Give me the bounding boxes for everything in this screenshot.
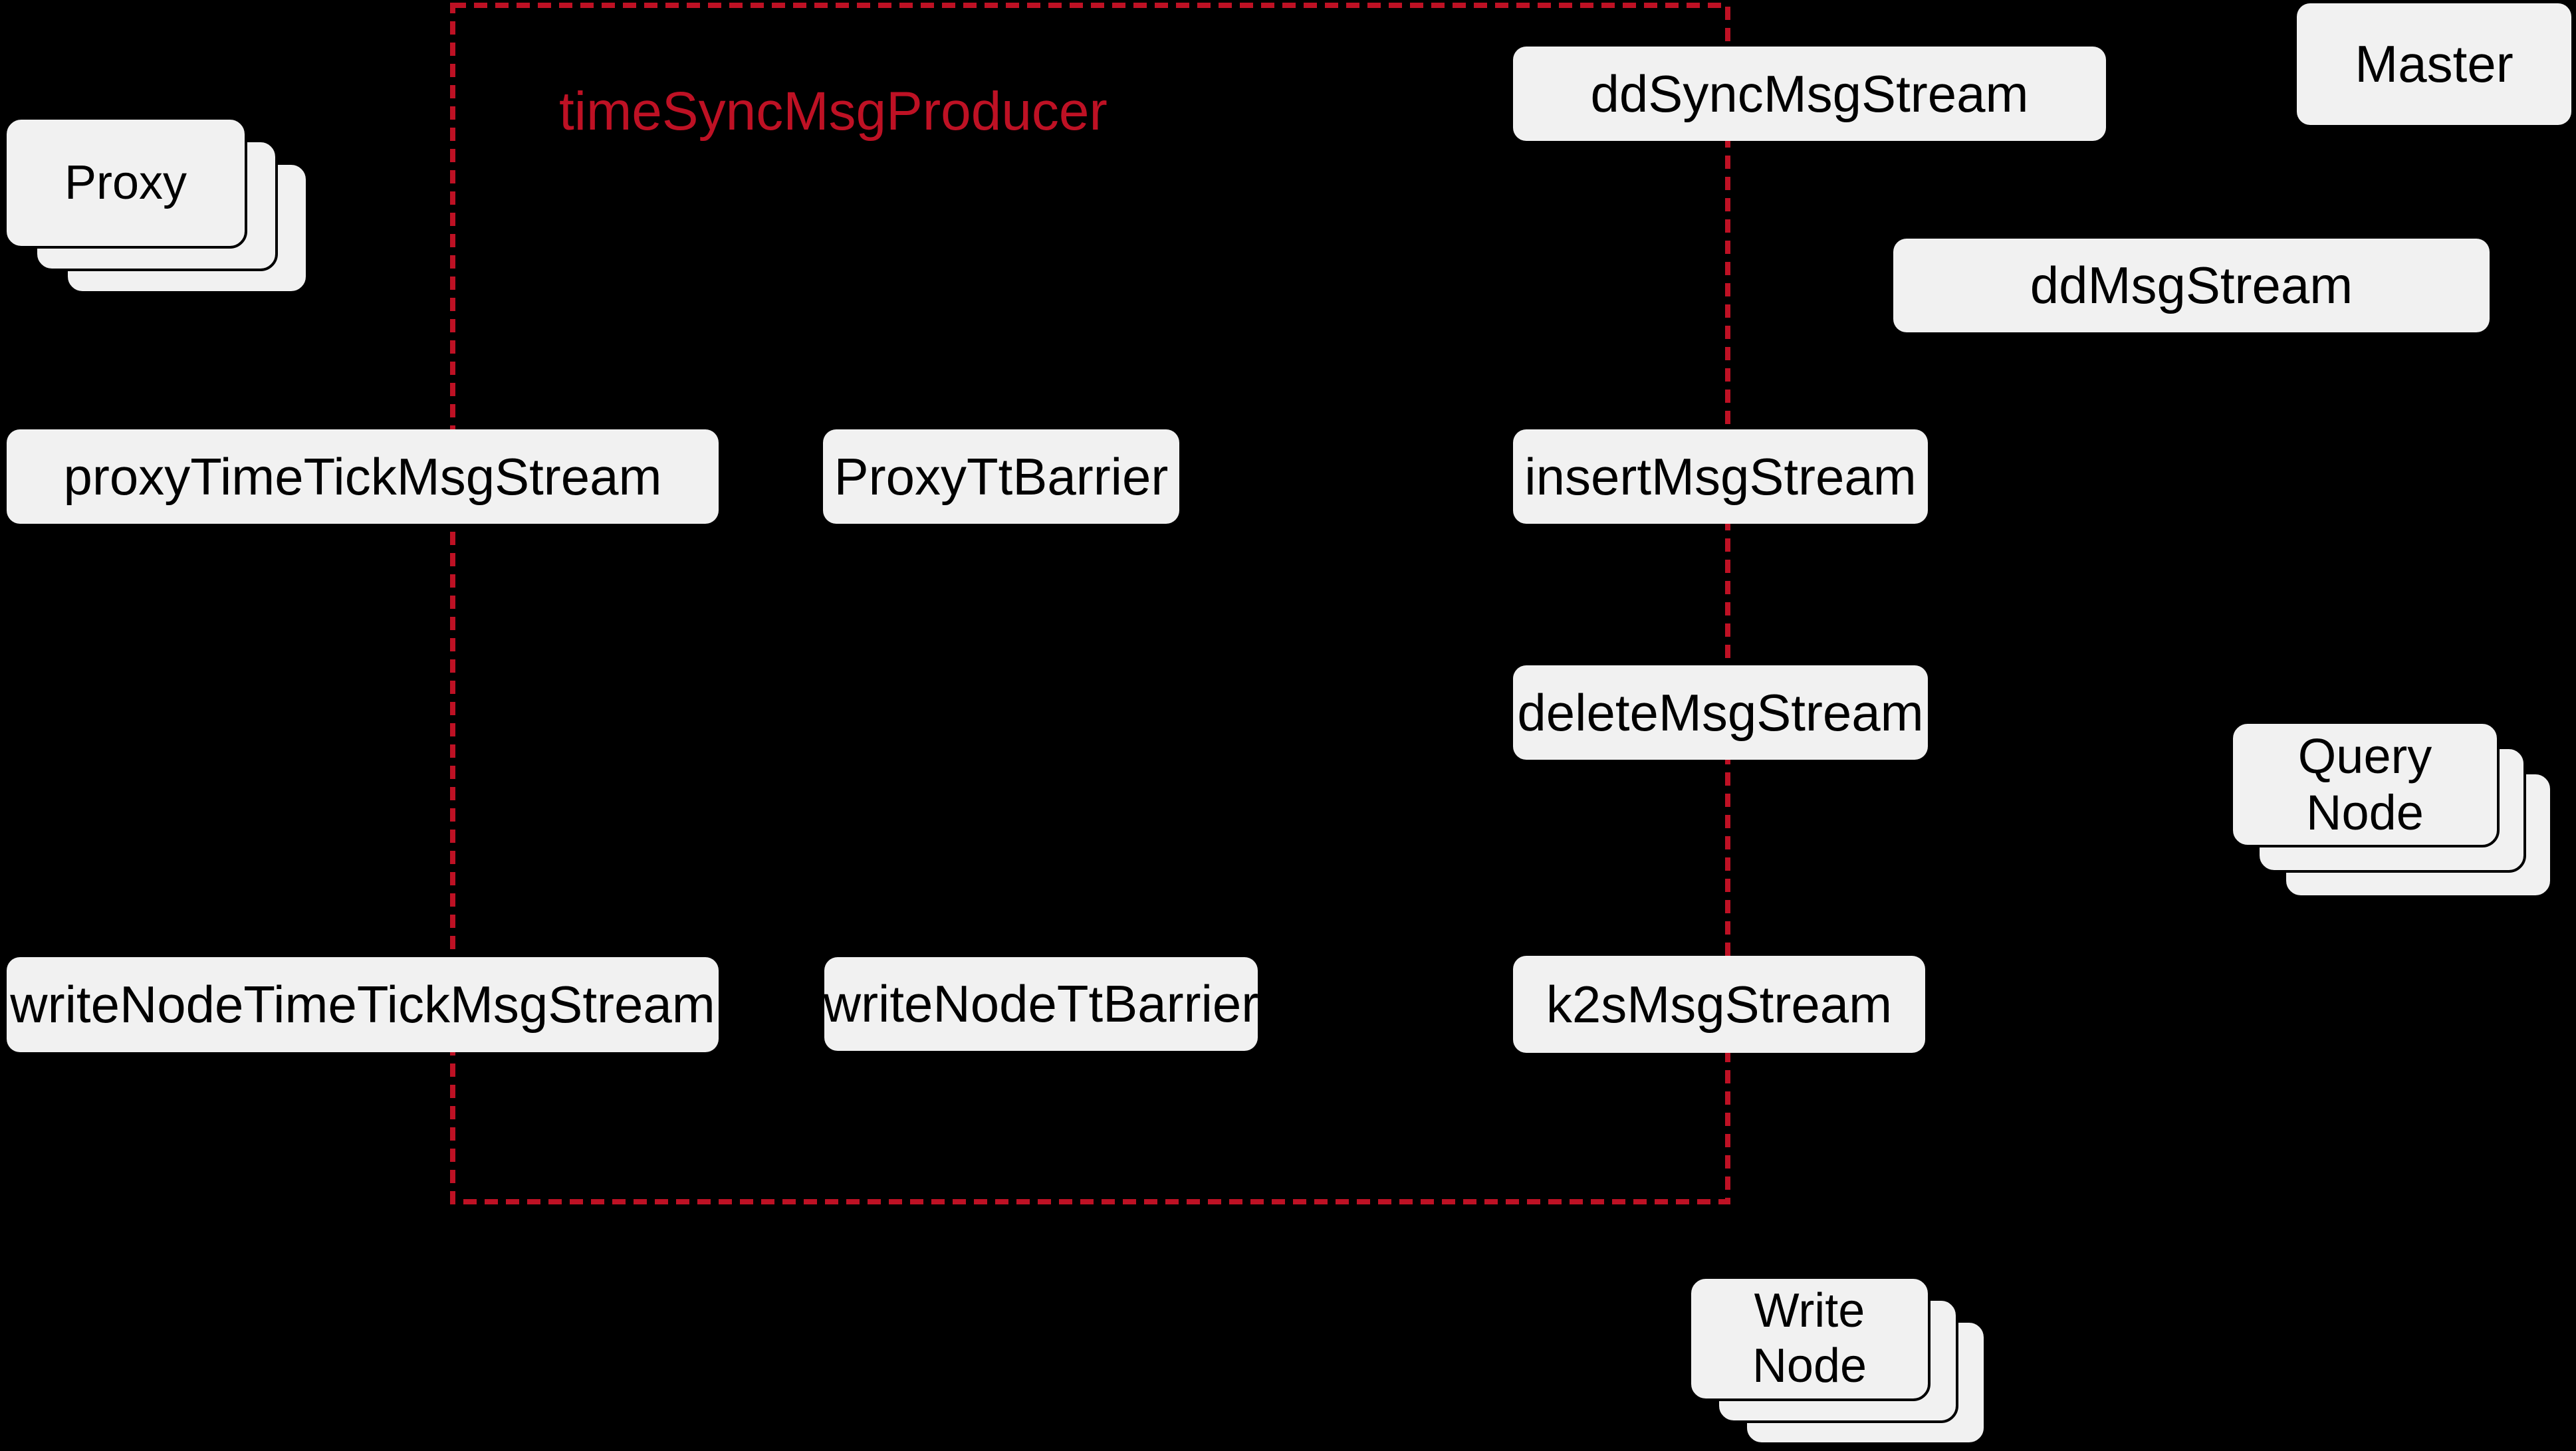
write-node-label-line2: Node [1752,1339,1867,1393]
box-dd-sync-msg-stream: ddSyncMsgStream [1513,47,2106,141]
write-node-stack: Write Node [1689,1276,1989,1448]
write-node-label-line1: Write [1754,1284,1865,1337]
box-insert-msg-stream: insertMsgStream [1513,429,1928,524]
proxy-card-front: Proxy [4,117,247,249]
write-node-label: Write Node [1752,1284,1867,1394]
box-proxy-time-tick-msg-stream: proxyTimeTickMsgStream [7,429,719,524]
box-proxy-tt-barrier: ProxyTtBarrier [823,429,1179,524]
proxy-node-stack: Proxy [4,117,310,295]
box-write-node-time-tick-msg-stream: writeNodeTimeTickMsgStream [7,957,719,1052]
write-node-card-front: Write Node [1689,1276,1931,1401]
box-master: Master [2297,3,2571,125]
box-delete-msg-stream: deleteMsgStream [1513,665,1928,760]
query-node-card-front: Query Node [2230,721,2500,847]
timesync-producer-group-label: timeSyncMsgProducer [559,81,1108,142]
query-node-label: Query Node [2297,728,2432,840]
dashed-group-rect [450,3,1730,1204]
box-dd-msg-stream: ddMsgStream [1893,239,2490,332]
proxy-label: Proxy [64,156,187,209]
query-node-stack: Query Node [2230,721,2556,901]
box-write-node-tt-barrier: writeNodeTtBarrier [824,957,1258,1051]
box-k2s-msg-stream: k2sMsgStream [1513,956,1925,1053]
